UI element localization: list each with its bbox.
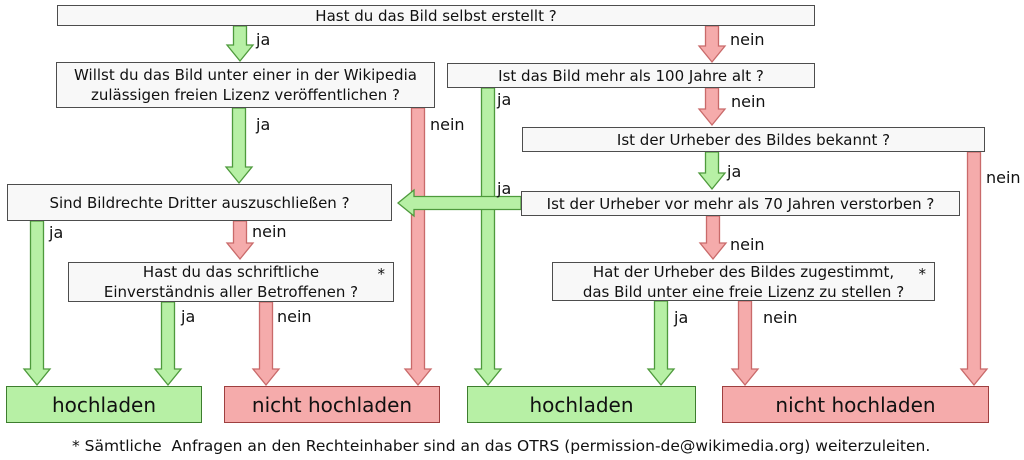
branch-label-nein: nein — [986, 168, 1021, 187]
arrow-nein-bekannt-to-nicht-hochladen — [959, 151, 989, 387]
question-text: Ist der Urheber des Bildes bekannt ? — [616, 130, 891, 149]
branch-label-nein: nein — [731, 92, 766, 111]
branch-label-ja: ja — [497, 90, 512, 109]
result-text: nicht hochladen — [775, 392, 936, 417]
question-100-jahre: Ist das Bild mehr als 100 Jahre alt ? — [447, 63, 815, 88]
question-urheber-zugestimmt: * Hat der Urheber des Bildes zugestimmt,… — [552, 262, 935, 301]
question-line2: zulässigen freien Lizenz veröffentlichen… — [91, 86, 400, 104]
branch-label-ja: ja — [181, 307, 196, 326]
result-text: hochladen — [529, 392, 634, 417]
result-hochladen-2: hochladen — [467, 386, 696, 423]
branch-label-nein: nein — [763, 308, 798, 327]
arrow-ja-zugestimmt-to-hochladen — [646, 300, 676, 387]
branch-label-ja: ja — [674, 308, 689, 327]
arrow-nein-100jahre-to-bekannt — [697, 87, 727, 127]
result-nicht-hochladen-2: nicht hochladen — [722, 386, 989, 423]
question-line2: Einverständnis aller Betroffenen ? — [103, 283, 359, 301]
arrow-ja-bekannt-to-verstorben — [697, 151, 727, 191]
branch-label-ja: ja — [49, 223, 64, 242]
branch-label-ja: ja — [256, 30, 271, 49]
question-bildrechte-dritter: Sind Bildrechte Dritter auszuschließen ? — [7, 184, 392, 221]
arrow-ja-einverstaendnis-to-hochladen — [153, 301, 183, 387]
question-text: Ist das Bild mehr als 100 Jahre alt ? — [498, 66, 764, 85]
branch-label-nein: nein — [252, 222, 287, 241]
arrow-ja-bildrechte-to-hochladen — [22, 220, 52, 387]
arrow-nein-lizenz-to-nicht-hochladen — [403, 107, 433, 387]
footnote-marker: * — [918, 265, 927, 283]
result-hochladen-1: hochladen — [6, 386, 202, 423]
branch-label-ja: ja — [256, 115, 271, 134]
question-70-jahre-verstorben: Ist der Urheber vor mehr als 70 Jahren v… — [521, 191, 960, 216]
arrow-nein-verstorben-to-zugestimmt — [698, 215, 728, 261]
question-line1: Hat der Urheber des Bildes zugestimmt, — [592, 262, 895, 281]
question-text: Ist der Urheber vor mehr als 70 Jahren v… — [546, 194, 935, 213]
question-line1: Willst du das Bild unter einer in der Wi… — [74, 66, 417, 84]
arrow-ja-lizenz-to-bildrechte — [224, 107, 254, 185]
question-schriftliches-einverstaendnis: * Hast du das schriftliche Einverständni… — [68, 262, 394, 302]
footnote-text: * Sämtliche Anfragen an den Rechteinhabe… — [72, 437, 931, 455]
branch-label-nein: nein — [430, 115, 465, 134]
question-line2: das Bild unter eine freie Lizenz zu stel… — [582, 282, 905, 301]
arrow-nein-bildrechte-to-einverstaendnis — [225, 220, 255, 261]
branch-label-nein: nein — [730, 30, 765, 49]
result-text: hochladen — [51, 392, 157, 417]
branch-label-ja: ja — [727, 162, 742, 181]
footnote-marker: * — [377, 265, 386, 283]
question-text: Sind Bildrechte Dritter auszuschließen ? — [49, 193, 350, 212]
arrow-nein-selbst-erstellt — [697, 25, 727, 64]
question-freie-lizenz: Willst du das Bild unter einer in der Wi… — [56, 62, 435, 108]
question-urheber-bekannt: Ist der Urheber des Bildes bekannt ? — [522, 127, 985, 152]
branch-label-ja: ja — [497, 179, 512, 198]
result-text: nicht hochladen — [251, 392, 413, 417]
branch-label-nein: nein — [277, 307, 312, 326]
result-nicht-hochladen-1: nicht hochladen — [224, 386, 440, 423]
branch-label-nein: nein — [730, 235, 765, 254]
arrow-ja-selbst-erstellt — [225, 25, 255, 63]
arrow-ja-verstorben-to-bildrechte — [396, 188, 522, 218]
question-line1: Hast du das schriftliche — [142, 263, 320, 281]
arrow-nein-zugestimmt-to-nicht-hochladen — [730, 300, 760, 387]
arrow-nein-einverstaendnis-to-nicht-hochladen — [251, 301, 281, 387]
question-selbst-erstellt: Hast du das Bild selbst erstellt ? — [57, 5, 815, 26]
question-text: Hast du das Bild selbst erstellt ? — [315, 6, 557, 25]
arrow-ja-100jahre-to-hochladen — [473, 87, 503, 387]
